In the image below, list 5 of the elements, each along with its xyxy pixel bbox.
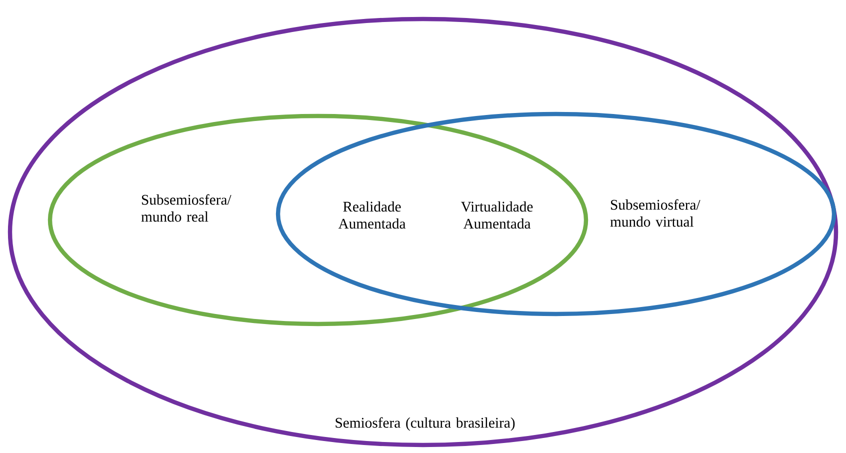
ellipse-label: Subsemiosfera/ mundo virtual (610, 199, 700, 227)
ellipse-label: Subsemiosfera/ mundo real (141, 194, 232, 222)
overlap-label: Realidade Aumentada (338, 201, 406, 229)
overlap-label: Virtualidade Aumentada (461, 201, 533, 229)
ellipse-label: Semiosfera (cultura brasileira) (336, 417, 515, 431)
